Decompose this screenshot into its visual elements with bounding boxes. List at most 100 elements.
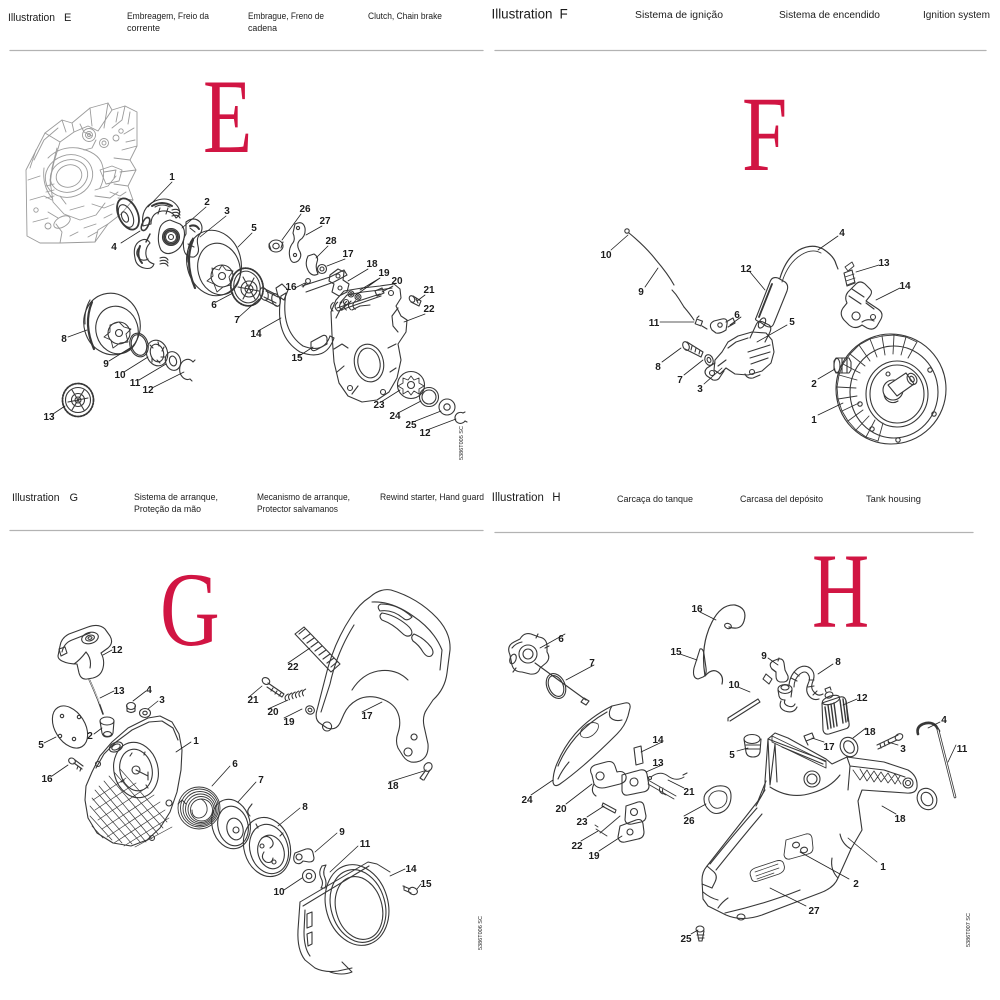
svg-text:21: 21 (247, 695, 259, 706)
svg-text:9: 9 (339, 827, 345, 838)
svg-text:10: 10 (273, 887, 285, 898)
svg-text:3: 3 (900, 744, 906, 755)
svg-text:1: 1 (193, 736, 199, 747)
svg-text:5: 5 (251, 223, 257, 234)
svg-text:11: 11 (957, 744, 968, 755)
svg-text:Illustration: Illustration (12, 492, 60, 504)
svg-text:Sistema de ignição: Sistema de ignição (635, 10, 723, 21)
svg-text:12: 12 (740, 264, 752, 275)
svg-text:7: 7 (589, 658, 595, 669)
svg-text:Illustration: Illustration (492, 492, 544, 504)
svg-text:Mecanismo de arranque,: Mecanismo de arranque, (257, 492, 350, 502)
svg-text:11: 11 (360, 839, 371, 850)
svg-text:21: 21 (683, 787, 695, 798)
svg-text:13: 13 (652, 758, 664, 769)
svg-text:E: E (64, 12, 71, 24)
svg-text:1: 1 (811, 415, 817, 426)
svg-text:16: 16 (41, 774, 53, 785)
svg-text:22: 22 (571, 841, 583, 852)
svg-text:5: 5 (38, 740, 44, 751)
svg-text:16: 16 (285, 282, 297, 293)
svg-text:Proteção da mão: Proteção da mão (134, 504, 201, 514)
svg-text:5386T005 SC: 5386T005 SC (459, 426, 465, 460)
svg-text:Rewind starter, Hand guard: Rewind starter, Hand guard (380, 492, 484, 502)
svg-text:23: 23 (576, 817, 588, 828)
svg-text:5386T006 SC: 5386T006 SC (478, 916, 484, 950)
svg-text:14: 14 (899, 281, 911, 292)
svg-text:25: 25 (680, 934, 692, 945)
svg-text:26: 26 (683, 816, 695, 827)
svg-text:15: 15 (670, 647, 682, 658)
svg-text:22: 22 (287, 662, 299, 673)
svg-text:8: 8 (302, 802, 308, 813)
svg-text:24: 24 (389, 411, 401, 422)
svg-text:1: 1 (169, 172, 175, 183)
svg-text:Tank housing: Tank housing (866, 494, 921, 505)
svg-text:10: 10 (600, 250, 612, 261)
svg-text:1: 1 (880, 862, 886, 873)
svg-text:Embrague, Freno de: Embrague, Freno de (248, 11, 324, 21)
svg-text:G: G (70, 492, 79, 504)
svg-text:12: 12 (856, 693, 868, 704)
svg-text:Illustration: Illustration (8, 12, 55, 24)
svg-text:10: 10 (728, 680, 740, 691)
svg-text:8: 8 (655, 362, 661, 373)
svg-text:3: 3 (697, 384, 703, 395)
svg-text:Clutch, Chain brake: Clutch, Chain brake (368, 11, 442, 21)
svg-text:4: 4 (111, 242, 117, 253)
svg-text:27: 27 (808, 906, 820, 917)
svg-text:12: 12 (111, 645, 123, 656)
svg-text:17: 17 (823, 742, 835, 753)
svg-text:14: 14 (250, 329, 262, 340)
svg-text:4: 4 (146, 685, 152, 696)
svg-text:20: 20 (267, 707, 279, 718)
svg-text:Embreagem, Freio da: Embreagem, Freio da (127, 11, 209, 21)
svg-text:2: 2 (87, 731, 93, 742)
svg-text:2: 2 (811, 379, 817, 390)
svg-text:6: 6 (734, 310, 740, 321)
svg-text:17: 17 (361, 711, 373, 722)
svg-text:18: 18 (387, 781, 399, 792)
svg-text:13: 13 (43, 412, 55, 423)
svg-text:11: 11 (130, 378, 141, 389)
svg-text:5: 5 (729, 750, 735, 761)
svg-text:Carcaça do tanque: Carcaça do tanque (617, 494, 693, 505)
svg-text:F: F (742, 74, 787, 193)
svg-text:E: E (203, 59, 252, 176)
svg-text:H: H (552, 492, 560, 504)
svg-text:7: 7 (258, 775, 264, 786)
svg-text:8: 8 (835, 657, 841, 668)
svg-text:5: 5 (789, 317, 795, 328)
svg-text:H: H (812, 533, 869, 651)
svg-text:9: 9 (761, 651, 767, 662)
svg-text:Carcasa del depósito: Carcasa del depósito (740, 494, 823, 505)
svg-text:4: 4 (839, 228, 845, 239)
svg-text:11: 11 (649, 318, 660, 329)
svg-text:16: 16 (691, 604, 703, 615)
svg-text:17: 17 (342, 249, 354, 260)
svg-text:9: 9 (638, 287, 644, 298)
svg-text:19: 19 (378, 268, 390, 279)
svg-text:15: 15 (291, 353, 303, 364)
svg-text:6: 6 (558, 634, 564, 645)
svg-text:5386T007 SC: 5386T007 SC (966, 913, 972, 947)
svg-text:3: 3 (224, 206, 230, 217)
svg-text:4: 4 (941, 715, 947, 726)
svg-text:G: G (160, 550, 220, 668)
svg-text:Ignition system: Ignition system (923, 10, 990, 21)
svg-text:8: 8 (61, 334, 67, 345)
svg-text:10: 10 (114, 370, 126, 381)
svg-text:cadena: cadena (248, 23, 277, 33)
svg-text:25: 25 (405, 420, 417, 431)
svg-text:6: 6 (232, 759, 238, 770)
svg-text:12: 12 (419, 428, 431, 439)
svg-text:Sistema de encendido: Sistema de encendido (779, 10, 880, 21)
svg-text:2: 2 (853, 879, 859, 890)
svg-text:6: 6 (211, 300, 217, 311)
svg-text:15: 15 (420, 879, 432, 890)
svg-text:20: 20 (555, 804, 567, 815)
svg-text:22: 22 (423, 304, 435, 315)
svg-text:Sistema de arranque,: Sistema de arranque, (134, 492, 218, 502)
svg-text:28: 28 (325, 236, 337, 247)
svg-text:21: 21 (423, 285, 435, 296)
